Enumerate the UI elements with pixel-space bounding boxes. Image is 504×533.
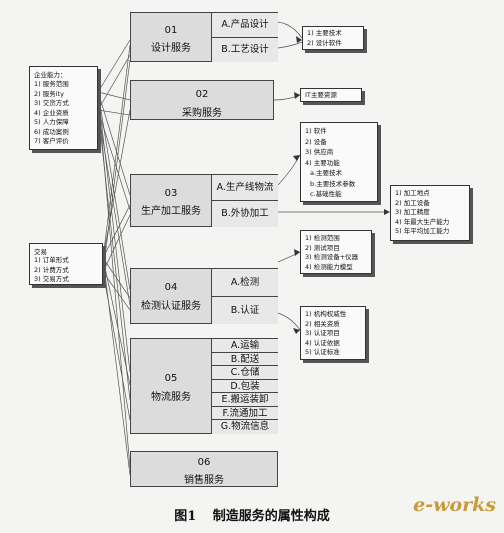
list-item: 1) 主要技术 xyxy=(307,29,342,37)
service-testing-certification: 04 检测认证服务 A.检测 B.认证 xyxy=(130,268,278,324)
list-item: 7) 客户评价 xyxy=(34,137,69,145)
service-number: 01 xyxy=(164,25,178,36)
sub-logistics-information: G.物流信息 xyxy=(211,420,278,434)
service-number: 02 xyxy=(195,89,209,100)
sub-packaging: D.包装 xyxy=(211,380,278,393)
testing-info-box: 1) 检测范围 2) 测试项目 3) 检测设备+仪器 4) 检测能力模型 xyxy=(300,230,372,274)
list-item: 2) 加工设备 xyxy=(395,198,430,207)
list-item: 4) 认证依据 xyxy=(305,338,340,347)
service-sales: 06 销售服务 xyxy=(130,451,278,487)
service-number: 06 xyxy=(197,457,211,468)
design-info-list: 1) 主要技术 2) 设计软件 xyxy=(303,27,363,50)
list-item: 2) 测试项目 xyxy=(305,243,340,252)
service-name: 采购服务 xyxy=(182,108,222,119)
list-item: a.主要技术 xyxy=(310,169,343,177)
service-name: 检测认证服务 xyxy=(141,301,201,312)
list-item: 4) 主要功能 xyxy=(305,158,340,167)
list-item: 3) 供应商 xyxy=(305,148,334,156)
service-name: 生产加工服务 xyxy=(141,206,201,217)
list-item: 1) 订单形式 xyxy=(34,256,69,264)
enterprise-title: 企业能力： xyxy=(34,71,67,79)
sub-distribution-processing: F.流通加工 xyxy=(211,407,278,420)
service-design: 01 设计服务 A.产品设计 B.工艺设计 xyxy=(130,12,278,62)
list-item: 1) 检测范围 xyxy=(305,234,340,242)
list-item: 4) 年最大生产能力 xyxy=(395,217,450,226)
list-item: 4) 企业资质 xyxy=(34,108,69,117)
list-item: 3) 检测设备+仪器 xyxy=(305,253,359,261)
sub-handling: E.搬运装卸 xyxy=(211,393,278,407)
list-item: 1) 机构权威性 xyxy=(305,310,347,318)
sub-transport: A.运输 xyxy=(211,339,278,353)
list-item: 2) 服务ity xyxy=(34,89,64,98)
transaction-list: 1) 订单形式 2) 计费方式 3) 交易方式 xyxy=(30,256,102,288)
sub-certification: B.认证 xyxy=(211,297,278,324)
service-number: 05 xyxy=(164,373,178,384)
design-info-box: 1) 主要技术 2) 设计软件 xyxy=(302,26,364,50)
list-item: 2) 计费方式 xyxy=(34,265,69,274)
list-item: IT主要资源 xyxy=(305,91,337,99)
enterprise-list: 1) 服务范围 2) 服务ity 3) 交货方式 4) 企业资质 5) 人力保障… xyxy=(30,79,97,150)
transaction-title: 交易 xyxy=(34,248,47,256)
figure-number: 图1 xyxy=(174,509,197,524)
production-info-list: 1) 软件 2) 设备 3) 供应商 4) 主要功能 a.主要技术 b.主要技术… xyxy=(301,123,377,203)
service-logistics: 05 物流服务 A.运输 B.配送 C.仓储 D.包装 E.搬运装卸 F.流通加… xyxy=(130,338,278,434)
certification-info-box: 1) 机构权威性 2) 相关资质 3) 认证项目 4) 认证依据 5) 认证标准 xyxy=(300,306,366,360)
production-info-box: 1) 软件 2) 设备 3) 供应商 4) 主要功能 a.主要技术 b.主要技术… xyxy=(300,122,378,202)
service-number: 03 xyxy=(164,188,178,199)
service-name: 销售服务 xyxy=(184,475,224,486)
list-item: 4) 检测能力模型 xyxy=(305,262,353,271)
sub-process-design: B.工艺设计 xyxy=(211,38,278,62)
list-item: 5) 人力保障 xyxy=(34,118,69,126)
eworks-logo: e-works xyxy=(413,494,496,516)
outsourcing-info-box: 1) 加工地点 2) 加工设备 3) 加工精度 4) 年最大生产能力 5) 年平… xyxy=(390,185,470,241)
list-item: 1) 软件 xyxy=(305,127,327,135)
sub-production-line: A.生产线物流 xyxy=(211,175,278,201)
figure-caption: 图1 制造服务的属性构成 xyxy=(0,505,504,524)
sub-product-design: A.产品设计 xyxy=(211,13,278,38)
list-item: 3) 交货方式 xyxy=(34,99,69,107)
list-item: 1) 服务范围 xyxy=(34,80,69,88)
sub-testing: A.检测 xyxy=(211,269,278,297)
list-item: 6) 成功案例 xyxy=(34,127,69,136)
list-item: 3) 认证项目 xyxy=(305,329,340,337)
list-item: 3) 交易方式 xyxy=(34,275,69,283)
list-item: 2) 设计软件 xyxy=(307,38,342,47)
list-item: 2) 设备 xyxy=(305,137,327,146)
sub-warehousing: C.仓储 xyxy=(211,366,278,380)
list-item: 5) 认证标准 xyxy=(305,348,340,356)
list-item: 2) 相关资质 xyxy=(305,319,340,328)
figure-title: 制造服务的属性构成 xyxy=(212,509,330,524)
service-name: 物流服务 xyxy=(151,392,191,403)
service-production: 03 生产加工服务 A.生产线物流 B.外协加工 xyxy=(130,174,278,227)
transaction-box: 交易 1) 订单形式 2) 计费方式 3) 交易方式 xyxy=(29,243,103,285)
enterprise-capability-box: 企业能力： 1) 服务范围 2) 服务ity 3) 交货方式 4) 企业资质 5… xyxy=(29,66,98,150)
service-purchase: 02 采购服务 xyxy=(130,80,274,120)
certification-info-list: 1) 机构权威性 2) 相关资质 3) 认证项目 4) 认证依据 5) 认证标准 xyxy=(301,307,365,361)
testing-info-list: 1) 检测范围 2) 测试项目 3) 检测设备+仪器 4) 检测能力模型 xyxy=(301,231,371,275)
list-item: b.主要技术参数 xyxy=(310,179,356,188)
sub-outsourcing: B.外协加工 xyxy=(211,201,278,227)
outsourcing-info-list: 1) 加工地点 2) 加工设备 3) 加工精度 4) 年最大生产能力 5) 年平… xyxy=(391,186,469,240)
list-item: 1) 加工地点 xyxy=(395,189,430,197)
purchase-info-box: IT主要资源 xyxy=(300,88,362,102)
list-item: c.基础性能 xyxy=(310,190,342,198)
purchase-info-list: IT主要资源 xyxy=(301,89,361,103)
list-item: 3) 加工精度 xyxy=(395,208,430,216)
list-item: 5) 年平均加工能力 xyxy=(395,227,450,235)
service-name: 设计服务 xyxy=(151,43,191,54)
service-number: 04 xyxy=(164,282,178,293)
sub-delivery: B.配送 xyxy=(211,353,278,366)
